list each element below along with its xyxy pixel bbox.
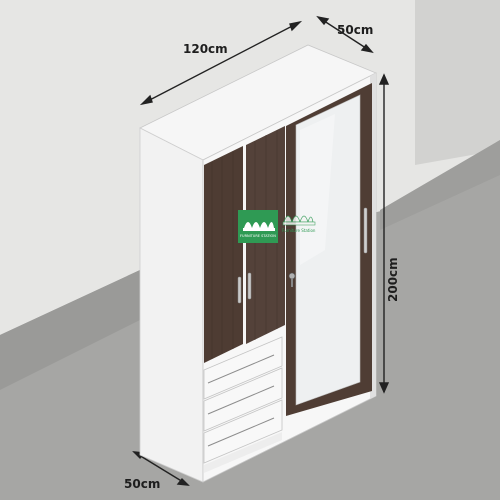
mirror	[295, 94, 361, 406]
drawer-handle	[207, 417, 275, 447]
watermark-text-left: FURNITURE STATION	[240, 234, 276, 238]
drawer-handle	[207, 354, 275, 384]
depth-top-dimension-label: 50cm	[337, 23, 374, 37]
door-handle-right	[247, 272, 252, 300]
width-dimension-label: 120cm	[183, 42, 228, 56]
watermark-text-right: Furniture Station	[282, 228, 316, 233]
lock-icon	[288, 272, 296, 280]
logo-watermark-right	[282, 215, 316, 226]
wardrobe-side-panel	[139, 127, 204, 483]
floor-shadow-right	[380, 140, 500, 230]
drawer-handle	[207, 385, 275, 415]
logo-watermark-left	[238, 210, 278, 243]
floor-shadow	[0, 270, 140, 390]
depth-bottom-dimension-label: 50cm	[124, 477, 161, 491]
sliding-door-handle	[363, 207, 368, 254]
drawers	[203, 336, 283, 473]
height-dimension-label: 200cm	[386, 257, 400, 302]
wall-right-shade	[415, 0, 500, 165]
left-wood-door	[204, 146, 243, 363]
door-handle-left	[237, 276, 242, 304]
